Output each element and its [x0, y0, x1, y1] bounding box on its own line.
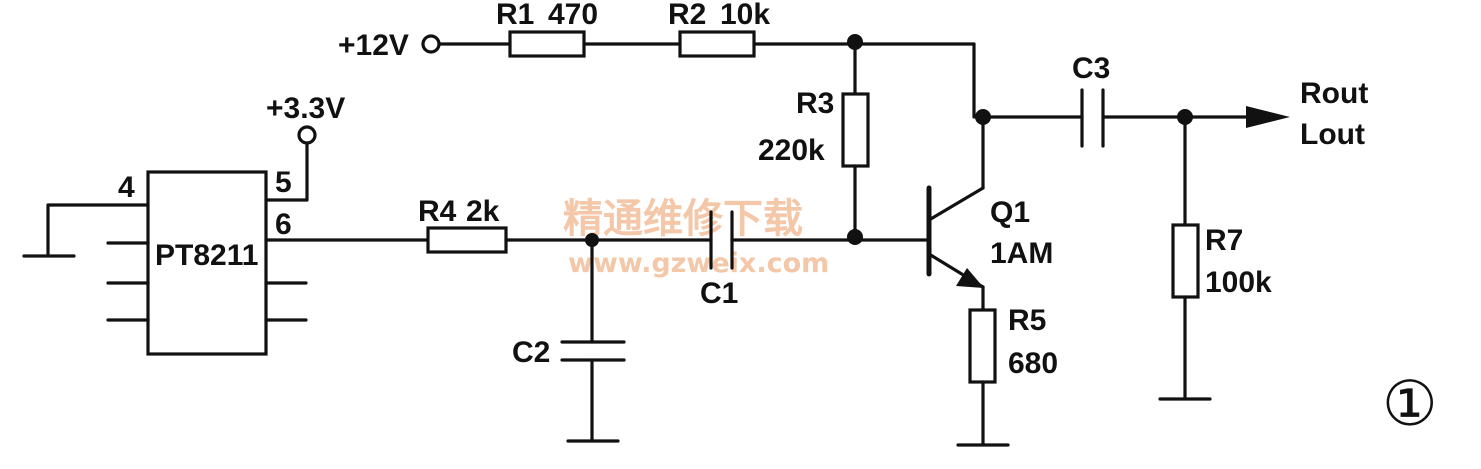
r5-value: 680 — [1008, 347, 1058, 380]
watermark-url: www.gzweix.com — [568, 248, 829, 279]
r7-ref: R7 — [1205, 224, 1243, 257]
r5-ref: R5 — [1008, 304, 1046, 337]
r3-value: 220k — [758, 134, 825, 167]
resistor-r1 — [508, 30, 586, 58]
resistor-r4 — [426, 226, 508, 254]
supply-3v3-label: +3.3V — [266, 92, 345, 125]
transistor-q1: Q1 1AM — [926, 42, 1053, 312]
supply-12v-label: +12V — [338, 29, 409, 62]
output-stage: C3 Rout Lout — [981, 52, 1368, 151]
r3-ref: R3 — [796, 87, 834, 120]
r2-value: 10k — [720, 0, 770, 31]
r1-value: 470 — [548, 0, 598, 31]
q1-ref: Q1 — [990, 196, 1030, 229]
watermark: 精通维修下载 www.gzweix.com — [563, 196, 829, 279]
ic-pin-5: 5 — [275, 166, 292, 199]
c1-ref: C1 — [700, 277, 738, 310]
c2-ref: C2 — [512, 336, 550, 369]
watermark-text: 精通维修下载 — [563, 196, 803, 242]
ic-pt8211: PT8211 4 5 6 — [106, 166, 308, 356]
q1-type: 1AM — [990, 237, 1053, 270]
c3-ref: C3 — [1072, 52, 1110, 85]
output-lout: Lout — [1300, 118, 1365, 151]
resistor-r5: R5 680 — [956, 304, 1058, 447]
resistor-r2 — [678, 30, 756, 58]
r4-value: 2k — [466, 195, 500, 228]
capacitor-c2: C2 — [512, 233, 626, 443]
figure-number: ① — [1382, 367, 1438, 440]
r7-value: 100k — [1205, 266, 1272, 299]
ground-ic-wire — [22, 203, 150, 258]
signal-path: R4 2k C1 — [264, 195, 929, 310]
resistor-r3: R3 220k — [758, 40, 870, 245]
ic-pin-4: 4 — [118, 171, 135, 204]
resistor-r7: R7 100k — [1158, 115, 1272, 401]
ic-label: PT8211 — [155, 239, 258, 272]
r2-ref: R2 — [668, 0, 706, 31]
supply-3v3: +3.3V — [264, 92, 345, 202]
r1-ref: R1 — [496, 0, 534, 31]
output-rout: Rout — [1300, 77, 1368, 110]
r4-ref: R4 — [418, 195, 457, 228]
output-arrow — [1246, 106, 1290, 128]
supply-12v-rail: +12V R1 470 R2 10k — [338, 0, 976, 62]
ic-pin-6: 6 — [275, 208, 292, 241]
